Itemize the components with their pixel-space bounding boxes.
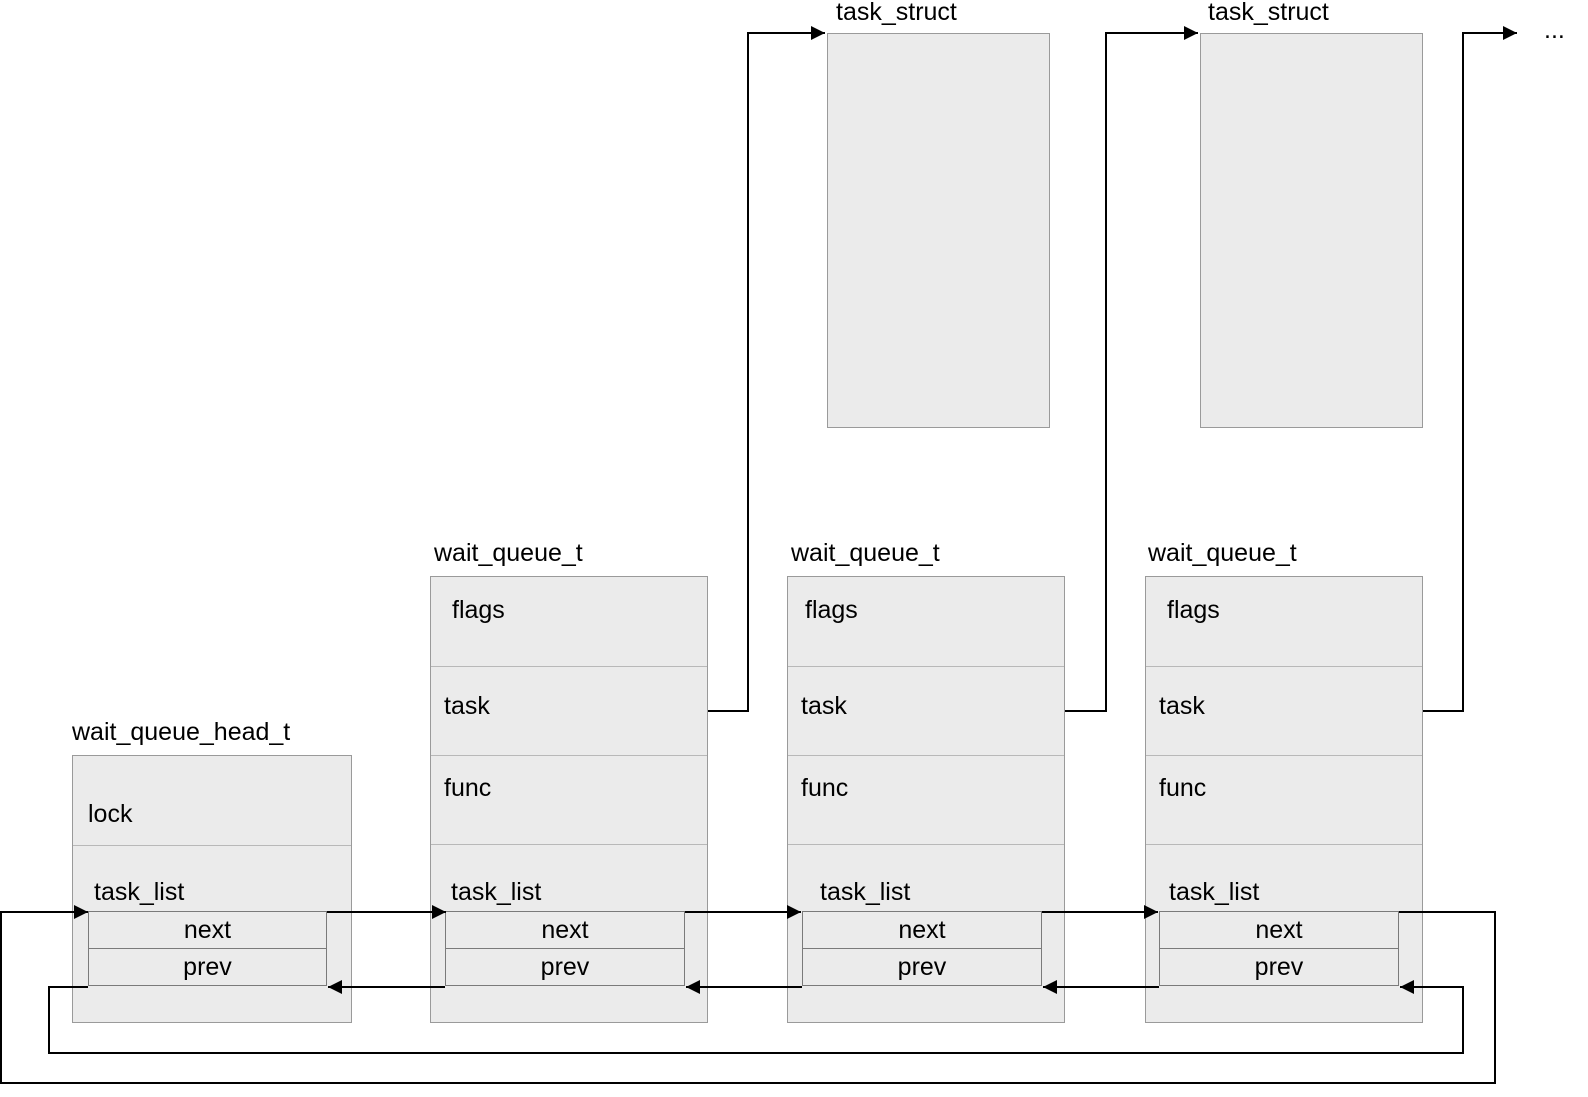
task-struct-1-title: task_struct bbox=[836, 0, 957, 26]
wq2-task-list-label: task_list bbox=[820, 878, 911, 906]
wait-queue-2-title: wait_queue_t bbox=[791, 539, 940, 567]
wq1-divider-2 bbox=[431, 755, 707, 756]
wq2-func-field: func bbox=[801, 774, 849, 802]
wq3-divider-1 bbox=[1146, 666, 1422, 667]
wq3-task-field: task bbox=[1159, 692, 1205, 720]
wq3-next-field: next bbox=[1159, 911, 1399, 949]
task-struct-2-title: task_struct bbox=[1208, 0, 1329, 26]
wait-queue-1-title: wait_queue_t bbox=[434, 539, 583, 567]
wq2-next-field: next bbox=[802, 911, 1042, 949]
head-task-list-label: task_list bbox=[94, 878, 185, 906]
wq1-task-field: task bbox=[444, 692, 490, 720]
wq2-flags-field: flags bbox=[805, 596, 858, 624]
wq1-divider-3 bbox=[431, 844, 707, 845]
wq1-divider-1 bbox=[431, 666, 707, 667]
wait-queue-3-title: wait_queue_t bbox=[1148, 539, 1297, 567]
wq3-divider-2 bbox=[1146, 755, 1422, 756]
wq3-prev-field: prev bbox=[1159, 948, 1399, 986]
wq3-func-field: func bbox=[1159, 774, 1207, 802]
wq3-next-pointer bbox=[0, 905, 1496, 1084]
head-lock-field: lock bbox=[88, 800, 133, 828]
head-prev-pointer bbox=[48, 980, 1464, 1054]
wq1-prev-field: prev bbox=[445, 948, 685, 986]
wq3-flags-field: flags bbox=[1167, 596, 1220, 624]
wq2-task-pointer bbox=[1065, 26, 1198, 712]
task-struct-2-box bbox=[1200, 33, 1423, 428]
wq3-task-list-label: task_list bbox=[1169, 878, 1260, 906]
wq1-next-field: next bbox=[445, 911, 685, 949]
wq1-task-pointer bbox=[708, 26, 825, 712]
wq2-prev-field: prev bbox=[802, 948, 1042, 986]
wq1-task-list-label: task_list bbox=[451, 878, 542, 906]
head-divider bbox=[73, 845, 351, 846]
task-struct-1-box bbox=[827, 33, 1050, 428]
head-prev-field: prev bbox=[88, 948, 327, 986]
wq1-flags-field: flags bbox=[452, 596, 505, 624]
wq3-task-pointer bbox=[1423, 26, 1517, 712]
wq2-task-field: task bbox=[801, 692, 847, 720]
wq1-func-field: func bbox=[444, 774, 492, 802]
head-next-field: next bbox=[88, 911, 327, 949]
wait-queue-head-title: wait_queue_head_t bbox=[72, 718, 291, 746]
wq2-divider-3 bbox=[788, 844, 1064, 845]
wq2-divider-1 bbox=[788, 666, 1064, 667]
wq3-divider-3 bbox=[1146, 844, 1422, 845]
ellipsis-more: ... bbox=[1544, 16, 1565, 44]
wq2-divider-2 bbox=[788, 755, 1064, 756]
